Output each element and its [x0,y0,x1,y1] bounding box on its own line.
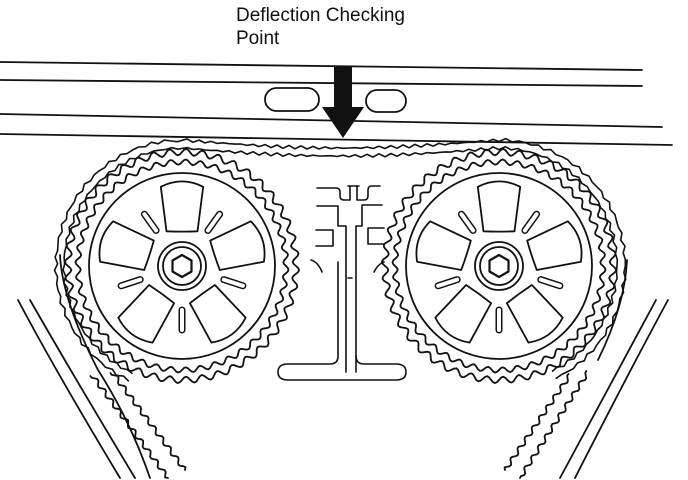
deflection-arrow [322,66,364,138]
timing-belt [53,137,627,382]
deflection-callout: Deflection Checking Point [236,4,405,50]
lower-belt-runs [89,370,588,479]
cover-rails [0,61,673,146]
left-camshaft-sprocket [64,148,300,384]
rail-slot-left [264,87,320,112]
rail-slot-right [365,89,407,113]
casing-lines [17,254,669,479]
right-camshaft-sprocket [381,148,617,384]
center-bracket [277,185,407,381]
callout-line-1: Deflection Checking [236,5,405,26]
callout-line-2: Point [236,28,280,49]
